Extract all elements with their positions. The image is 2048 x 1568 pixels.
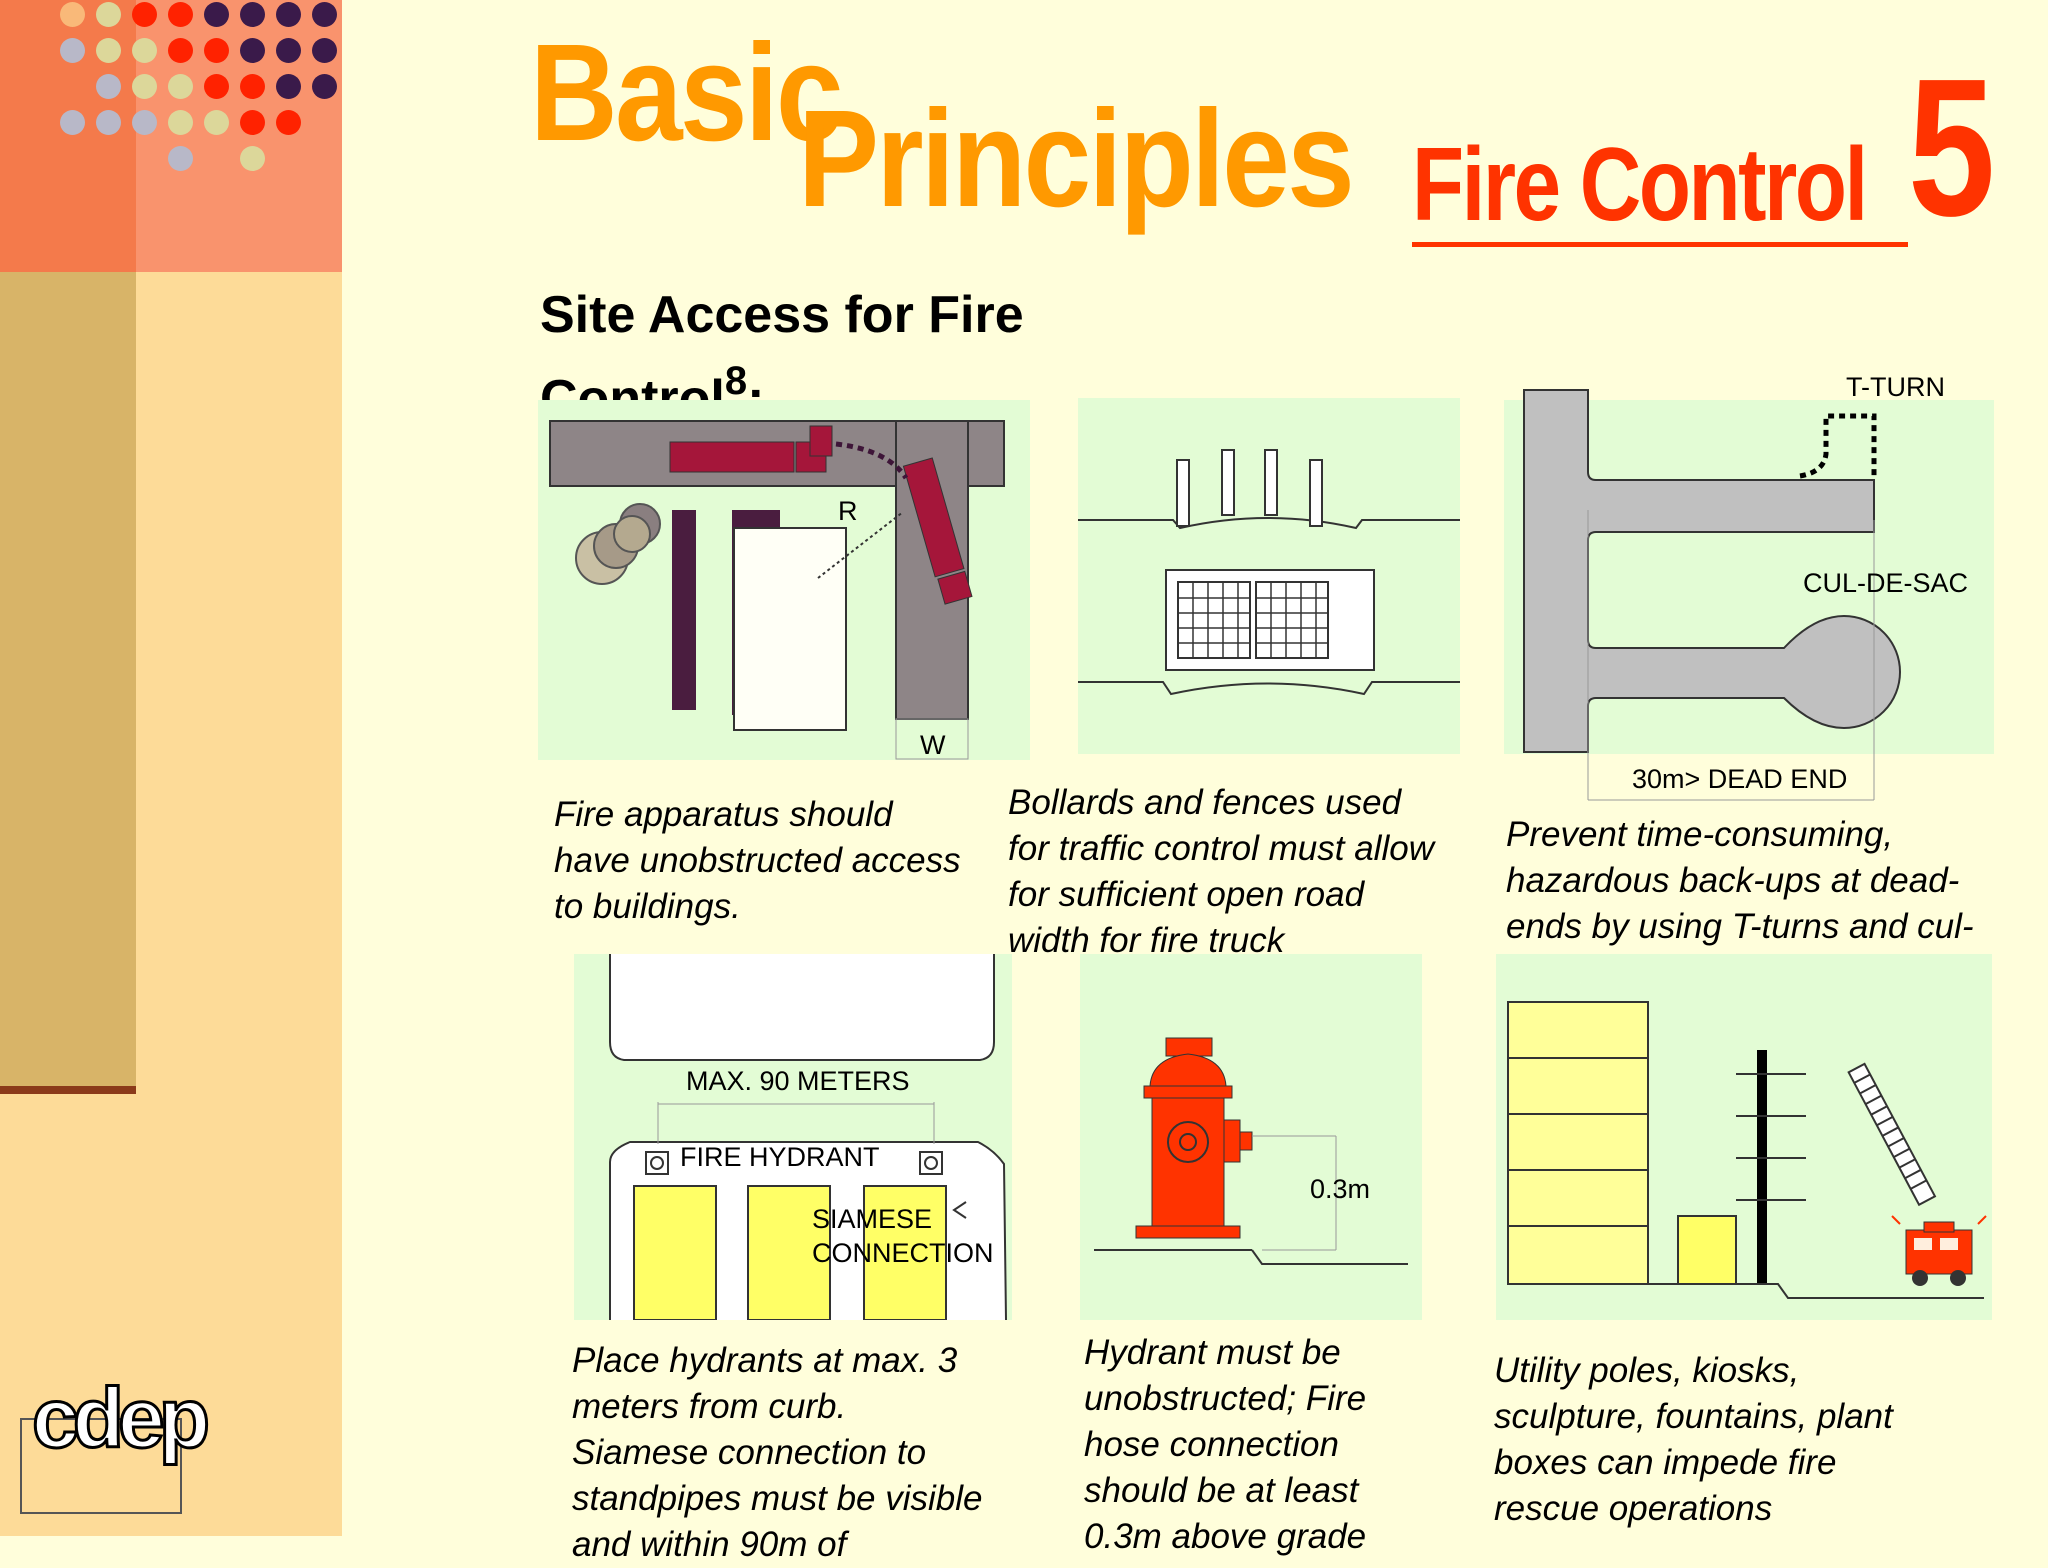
caption-hydrants: Place hydrants at max. 3 meters from cur… <box>572 1338 983 1568</box>
caption-line: boxes can impede fire <box>1494 1443 1837 1482</box>
left-tan-underline <box>0 1086 136 1094</box>
caption-bollards: Bollards and fences used for traffic con… <box>1008 780 1434 964</box>
decorative-dot <box>132 38 157 63</box>
caption-line: sculpture, fountains, plant <box>1494 1397 1893 1436</box>
title-basic: Basic <box>530 16 844 170</box>
decorative-dot <box>240 74 265 99</box>
caption-line: Siamese connection to <box>572 1433 927 1472</box>
label-cul-de-sac: CUL-DE-SAC <box>1803 568 1969 598</box>
caption-obstructions: Utility poles, kiosks, sculpture, founta… <box>1494 1348 1893 1532</box>
caption-line: standpipes must be visible <box>572 1479 983 1518</box>
decorative-dot <box>204 38 229 63</box>
decorative-dot <box>276 2 301 27</box>
section-underline <box>1412 242 1908 247</box>
decorative-dot <box>240 146 265 171</box>
decorative-dot <box>96 38 121 63</box>
decorative-dot <box>240 38 265 63</box>
decorative-dot <box>60 2 85 27</box>
fire-truck-icon <box>1891 1215 1987 1286</box>
label-max-distance: MAX. 90 METERS <box>686 1066 910 1096</box>
caption-line: Prevent time-consuming, <box>1506 815 1894 854</box>
panel-obstructions <box>1496 954 1992 1320</box>
caption-line: have unobstructed access <box>554 841 961 880</box>
label-siamese: SIAMESE <box>812 1204 933 1234</box>
caption-line: hazardous back-ups at dead- <box>1506 861 1960 900</box>
caption-line: to buildings. <box>554 887 741 926</box>
decorative-dot <box>96 110 121 135</box>
decorative-dot <box>276 38 301 63</box>
decorative-dot <box>204 2 229 27</box>
caption-dead-ends: Prevent time-consuming, hazardous back-u… <box>1506 812 1974 996</box>
caption-hydrant-height: Hydrant must be unobstructed; Fire hose … <box>1084 1330 1366 1560</box>
logo: cdep <box>30 1370 211 1467</box>
decorative-dot <box>132 2 157 27</box>
decorative-dot <box>276 110 301 135</box>
caption-apparatus: Fire apparatus should have unobstructed … <box>554 792 961 930</box>
caption-line: Place hydrants at max. 3 <box>572 1341 958 1380</box>
label-dead-end: 30m> DEAD END <box>1632 764 1848 794</box>
panel-apparatus-access: W R <box>538 400 1030 760</box>
caption-line: 0.3m above grade <box>1084 1517 1367 1556</box>
caption-line: Fire apparatus should <box>554 795 893 834</box>
decorative-dot <box>168 110 193 135</box>
decorative-dot <box>96 74 121 99</box>
decorative-dot <box>312 74 337 99</box>
decorative-dot <box>312 2 337 27</box>
caption-line: for traffic control must allow <box>1008 829 1434 868</box>
subtitle-line1: Site Access for Fire <box>540 286 1024 344</box>
caption-line: rescue operations <box>1494 1489 1773 1528</box>
panel-bollards <box>1060 398 1478 754</box>
decorative-dot <box>132 110 157 135</box>
decorative-dot <box>204 74 229 99</box>
caption-line: width for fire truck <box>1008 921 1285 960</box>
label-t-turn: T-TURN <box>1846 372 1945 402</box>
obstructions-diagram <box>1507 1001 1987 1299</box>
label-width: W <box>920 730 946 760</box>
decorative-dot <box>240 110 265 135</box>
label-height: 0.3m <box>1310 1174 1371 1204</box>
decorative-dot-grid <box>0 0 342 200</box>
decorative-dot <box>204 110 229 135</box>
caption-line: for sufficient open road <box>1008 875 1365 914</box>
decorative-dot <box>168 38 193 63</box>
left-tan-band <box>0 272 136 1086</box>
dead-end-diagram <box>1523 389 1901 801</box>
label-radius: R <box>838 496 858 526</box>
label-connection: CONNECTION <box>812 1238 994 1268</box>
hydrants-diagram <box>609 954 1007 1321</box>
section-number: 5 <box>1908 38 1996 257</box>
decorative-dot <box>312 38 337 63</box>
caption-line: ends by using T-turns and cul- <box>1506 907 1974 946</box>
caption-line: Utility poles, kiosks, <box>1494 1351 1800 1390</box>
caption-line: hose connection <box>1084 1425 1339 1464</box>
decorative-dot <box>276 74 301 99</box>
logo-frame <box>20 1418 182 1514</box>
panel-hydrants: MAX. 90 METERS FIRE HYDRANT SIAMESE CONN… <box>574 954 1012 1321</box>
caption-line: and within 90m of <box>572 1525 847 1564</box>
hydrant-height-diagram <box>1094 1037 1408 1265</box>
caption-line: meters from curb. <box>572 1387 847 1426</box>
caption-line: unobstructed; Fire <box>1084 1379 1367 1418</box>
section-heading: Fire Control <box>1412 130 1965 240</box>
decorative-dot <box>132 74 157 99</box>
caption-line: Hydrant must be <box>1084 1333 1341 1372</box>
subtitle-ref: 8 <box>724 359 748 403</box>
decorative-dot <box>168 146 193 171</box>
bollards-diagram <box>1060 449 1478 696</box>
caption-line: Bollards and fences used <box>1008 783 1402 822</box>
decorative-dot <box>240 2 265 27</box>
decorative-dot <box>96 2 121 27</box>
decorative-dot <box>60 38 85 63</box>
decorative-dot <box>168 2 193 27</box>
section-title: Fire Control <box>1412 127 1868 243</box>
decorative-dot <box>60 110 85 135</box>
apparatus-access-diagram <box>549 420 1005 760</box>
decorative-dot <box>168 74 193 99</box>
label-fire-hydrant: FIRE HYDRANT <box>680 1142 880 1172</box>
panel-hydrant-height: 0.3m <box>1080 954 1422 1320</box>
title-principles: Principles <box>798 82 1355 236</box>
caption-line: should be at least <box>1084 1471 1359 1510</box>
